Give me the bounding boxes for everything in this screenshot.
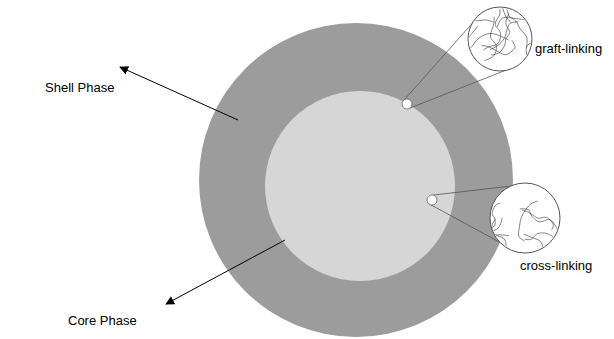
polymer-chain — [481, 40, 515, 54]
polymer-chain — [559, 198, 590, 227]
polymer-chain — [440, 26, 478, 57]
polymer-chain — [462, 66, 474, 114]
polymer-chain — [557, 235, 608, 253]
polymer-chains — [459, 184, 608, 279]
core-phase — [265, 91, 455, 281]
cross-linking-inset — [490, 183, 560, 253]
polymer-chain — [546, 184, 586, 196]
leader-arrow — [166, 240, 285, 304]
linking-label: cross-linking — [520, 258, 592, 273]
polymer-chain — [483, 9, 500, 50]
polymer-chain — [459, 218, 490, 233]
polymer-chain — [482, 235, 509, 257]
polymer-chain — [525, 233, 568, 252]
zoom-marker — [427, 195, 437, 205]
polymer-chain — [483, 5, 527, 19]
linking-label: graft-linking — [535, 41, 602, 56]
shell-phase — [199, 23, 513, 337]
polymer-chain — [520, 209, 560, 238]
polymer-chain — [524, 0, 539, 9]
polymer-chain — [518, 201, 537, 241]
zoom-line — [404, 13, 482, 100]
polymer-chain — [457, 0, 494, 22]
phase-label: Core Phase — [68, 313, 137, 328]
leader-arrow — [120, 67, 238, 120]
polymer-chain — [486, 203, 501, 237]
polymer-chain — [469, 0, 482, 23]
polymer-chain — [473, 0, 511, 23]
phase-label: Shell Phase — [45, 80, 114, 95]
polymer-chain — [497, 17, 527, 47]
zoom-marker — [402, 99, 412, 109]
polymer-chains — [440, 0, 564, 114]
polymer-chain — [491, 14, 509, 55]
polymer-chain — [468, 218, 502, 233]
zoom-line — [410, 65, 518, 108]
polymer-chain — [522, 210, 553, 230]
polymer-chain — [484, 17, 496, 61]
polymer-chain — [461, 194, 491, 217]
polymer-chain — [446, 14, 471, 50]
